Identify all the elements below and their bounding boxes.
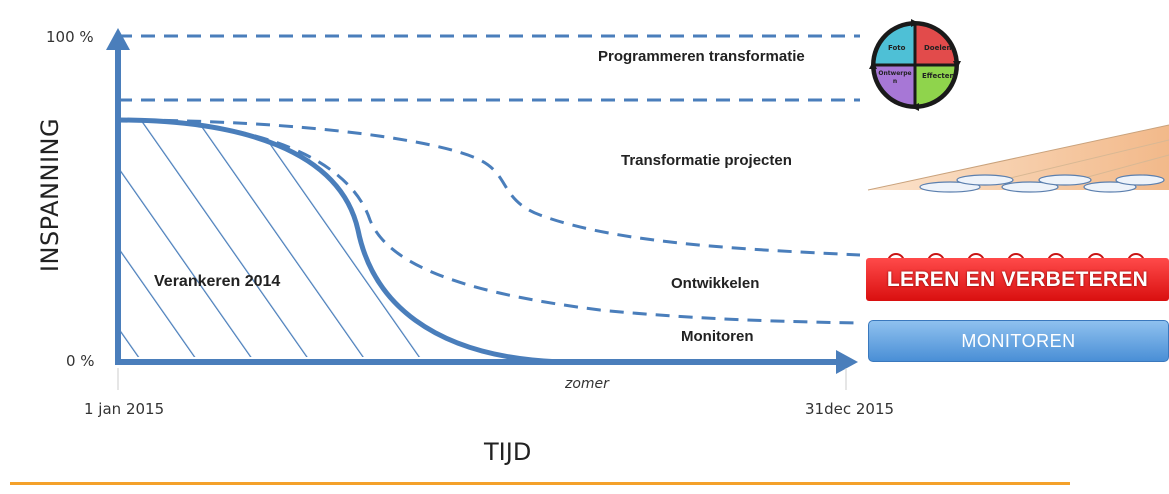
y-axis-label: INSPANNING	[36, 117, 64, 273]
dashed-curve-transformatie	[117, 118, 861, 257]
band-label-programmeren: Programmeren transformatie	[598, 48, 805, 65]
y-axis-arrowhead	[106, 28, 130, 50]
cycle-label-effecten: Effecten	[922, 72, 955, 80]
y-tick-100: 100 %	[46, 28, 94, 46]
band-label-ontwikkelen: Ontwikkelen	[671, 275, 760, 292]
cycle-label-doelen: Doelen	[924, 44, 952, 52]
band-label-verankeren: Verankeren 2014	[154, 273, 281, 290]
x-tick-start-label: 1 jan 2015	[84, 400, 165, 418]
dashed-curve-ontwikkelen	[117, 118, 861, 325]
y-tick-0: 0 %	[66, 352, 95, 370]
monitoren-banner: MONITOREN	[868, 320, 1169, 362]
x-axis-label: TIJD	[484, 438, 532, 466]
verankeren-curve	[117, 117, 600, 365]
x-mid-label: zomer	[565, 376, 609, 392]
band-label-monitoren: Monitoren	[681, 328, 754, 345]
cycle-label-foto: Foto	[888, 44, 906, 52]
band-label-transformatie: Transformatie projecten	[621, 152, 792, 169]
bottom-accent-rule	[10, 482, 1070, 485]
projects-ramp-icon	[867, 124, 1169, 193]
cycle-icon	[869, 19, 961, 111]
verankeren-area	[118, 120, 470, 357]
cycle-label-ontwerpen: Ontwerpe n	[878, 70, 912, 85]
leren-en-verbeteren-banner: LEREN EN VERBETEREN	[866, 258, 1169, 301]
x-tick-end-label: 31dec 2015	[805, 400, 895, 418]
x-axis-arrowhead	[836, 350, 858, 374]
